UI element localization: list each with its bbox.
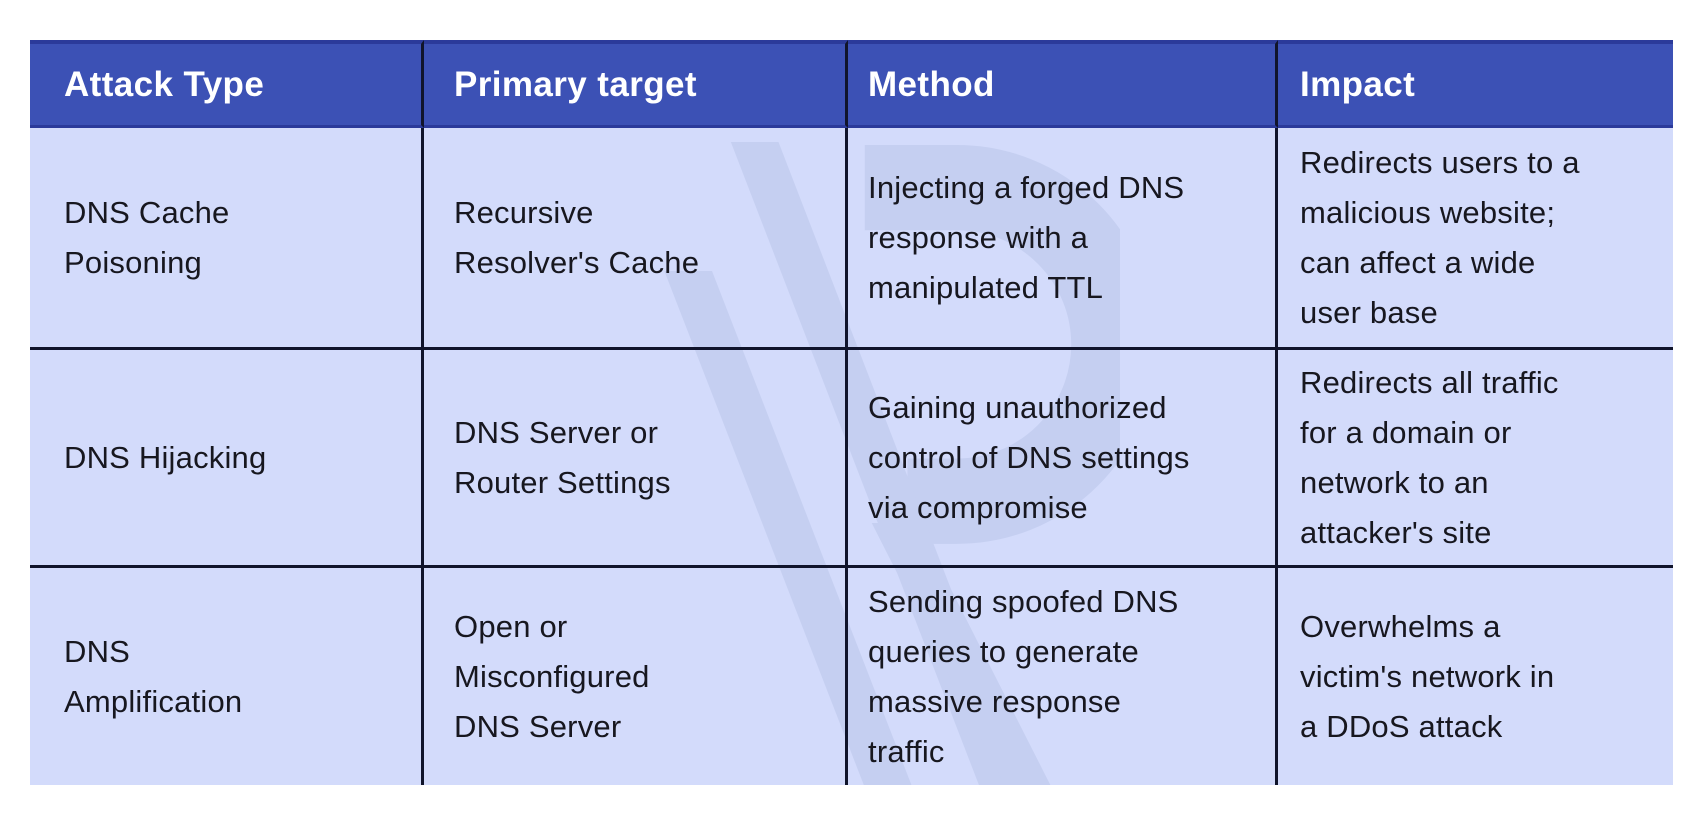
cell-text: Redirects users to a malicious website; … bbox=[1300, 144, 1580, 330]
cell-text: Gaining unauthorized control of DNS sett… bbox=[868, 389, 1190, 525]
dns-attacks-table: Attack Type Primary target Method Impact… bbox=[30, 40, 1673, 785]
cell-impact: Overwhelms a victim's network in a DDoS … bbox=[1278, 568, 1673, 785]
cell-primary-target: Recursive Resolver's Cache bbox=[424, 128, 848, 350]
cell-text: Sending spoofed DNS queries to generate … bbox=[868, 583, 1179, 769]
cell-text: DNS Hijacking bbox=[64, 439, 267, 475]
cell-primary-target: Open or Misconfigured DNS Server bbox=[424, 568, 848, 785]
cell-impact: Redirects users to a malicious website; … bbox=[1278, 128, 1673, 350]
column-header-label: Attack Type bbox=[64, 64, 265, 104]
cell-primary-target: DNS Server or Router Settings bbox=[424, 350, 848, 568]
cell-text: Overwhelms a victim's network in a DDoS … bbox=[1300, 608, 1555, 744]
column-header-label: Method bbox=[868, 64, 995, 104]
column-header-primary-target: Primary target bbox=[424, 40, 848, 128]
column-header-impact: Impact bbox=[1278, 40, 1673, 128]
cell-method: Injecting a forged DNS response with a m… bbox=[848, 128, 1278, 350]
column-header-label: Impact bbox=[1300, 64, 1416, 104]
column-header-label: Primary target bbox=[454, 64, 697, 104]
column-header-attack-type: Attack Type bbox=[30, 40, 424, 128]
cell-text: Redirects all traffic for a domain or ne… bbox=[1300, 364, 1559, 550]
cell-attack-type: DNS Amplification bbox=[30, 568, 424, 785]
cell-text: DNS Server or Router Settings bbox=[454, 414, 671, 500]
cell-text: Recursive Resolver's Cache bbox=[454, 194, 700, 280]
cell-impact: Redirects all traffic for a domain or ne… bbox=[1278, 350, 1673, 568]
column-header-method: Method bbox=[848, 40, 1278, 128]
cell-method: Sending spoofed DNS queries to generate … bbox=[848, 568, 1278, 785]
cell-attack-type: DNS Cache Poisoning bbox=[30, 128, 424, 350]
cell-method: Gaining unauthorized control of DNS sett… bbox=[848, 350, 1278, 568]
cell-text: DNS Cache Poisoning bbox=[64, 194, 230, 280]
cell-text: DNS Amplification bbox=[64, 633, 243, 719]
table-grid: Attack Type Primary target Method Impact… bbox=[30, 40, 1673, 785]
cell-text: Open or Misconfigured DNS Server bbox=[454, 608, 650, 744]
cell-text: Injecting a forged DNS response with a m… bbox=[868, 169, 1185, 305]
cell-attack-type: DNS Hijacking bbox=[30, 350, 424, 568]
